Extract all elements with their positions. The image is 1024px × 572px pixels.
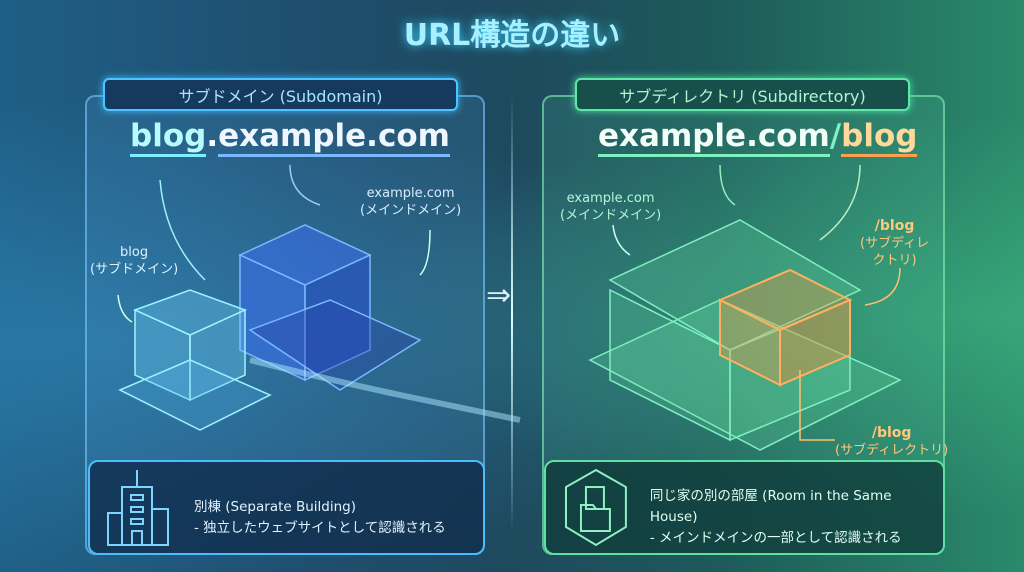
main-domain-label: example.com(メインドメイン) — [560, 191, 662, 223]
arrow-right-icon: ⇒ — [486, 278, 512, 313]
subdomain-blog-building — [118, 289, 272, 431]
subdirectory-house — [588, 219, 902, 451]
divider — [511, 95, 513, 535]
subdomain-summary: 別棟 (Separate Building) - 独立したウェブサイトとして認識さ… — [88, 460, 485, 555]
summary-desc: - メインドメインの一部として認識される — [649, 530, 902, 546]
summary-desc: - 独立したウェブサイトとして認識される — [194, 519, 446, 536]
subdomain-tag: サブドメイン (Subdomain) — [103, 78, 458, 111]
url-main-part: example.com — [598, 118, 830, 157]
subdomain-url: blog.example.com — [130, 118, 450, 157]
blog-subdirectory-label: /blog(サブディレクトリ) — [835, 425, 949, 458]
blog-subdomain-label: blog(サブドメイン) — [90, 245, 179, 277]
url-dot: . — [206, 118, 219, 154]
url-slash: / — [829, 118, 842, 154]
subdirectory-summary: 同じ家の別の部屋 (Room in the Same House) - メインドメ… — [544, 460, 945, 555]
url-subdomain-part: blog — [130, 118, 207, 157]
building-icon — [107, 470, 169, 546]
subdomain-main-building — [238, 224, 422, 391]
blog-room — [717, 268, 853, 387]
blog-subdirectory-label: /blog(サブディレクトリ) — [860, 218, 930, 268]
page-title: URL構造の違い — [403, 18, 621, 53]
folder-document-icon — [564, 468, 627, 547]
url-subdirectory-part: blog — [841, 118, 918, 157]
summary-title: 別棟 (Separate Building) — [194, 498, 357, 515]
main-domain-label: example.com(メインドメイン) — [360, 186, 462, 218]
subdirectory-url: example.com/blog — [598, 118, 918, 157]
summary-title: 同じ家の別の部屋 (Room in the Same House) — [649, 488, 892, 525]
subdirectory-tag: サブディレクトリ (Subdirectory) — [575, 78, 910, 111]
url-main-part: example.com — [218, 118, 450, 157]
